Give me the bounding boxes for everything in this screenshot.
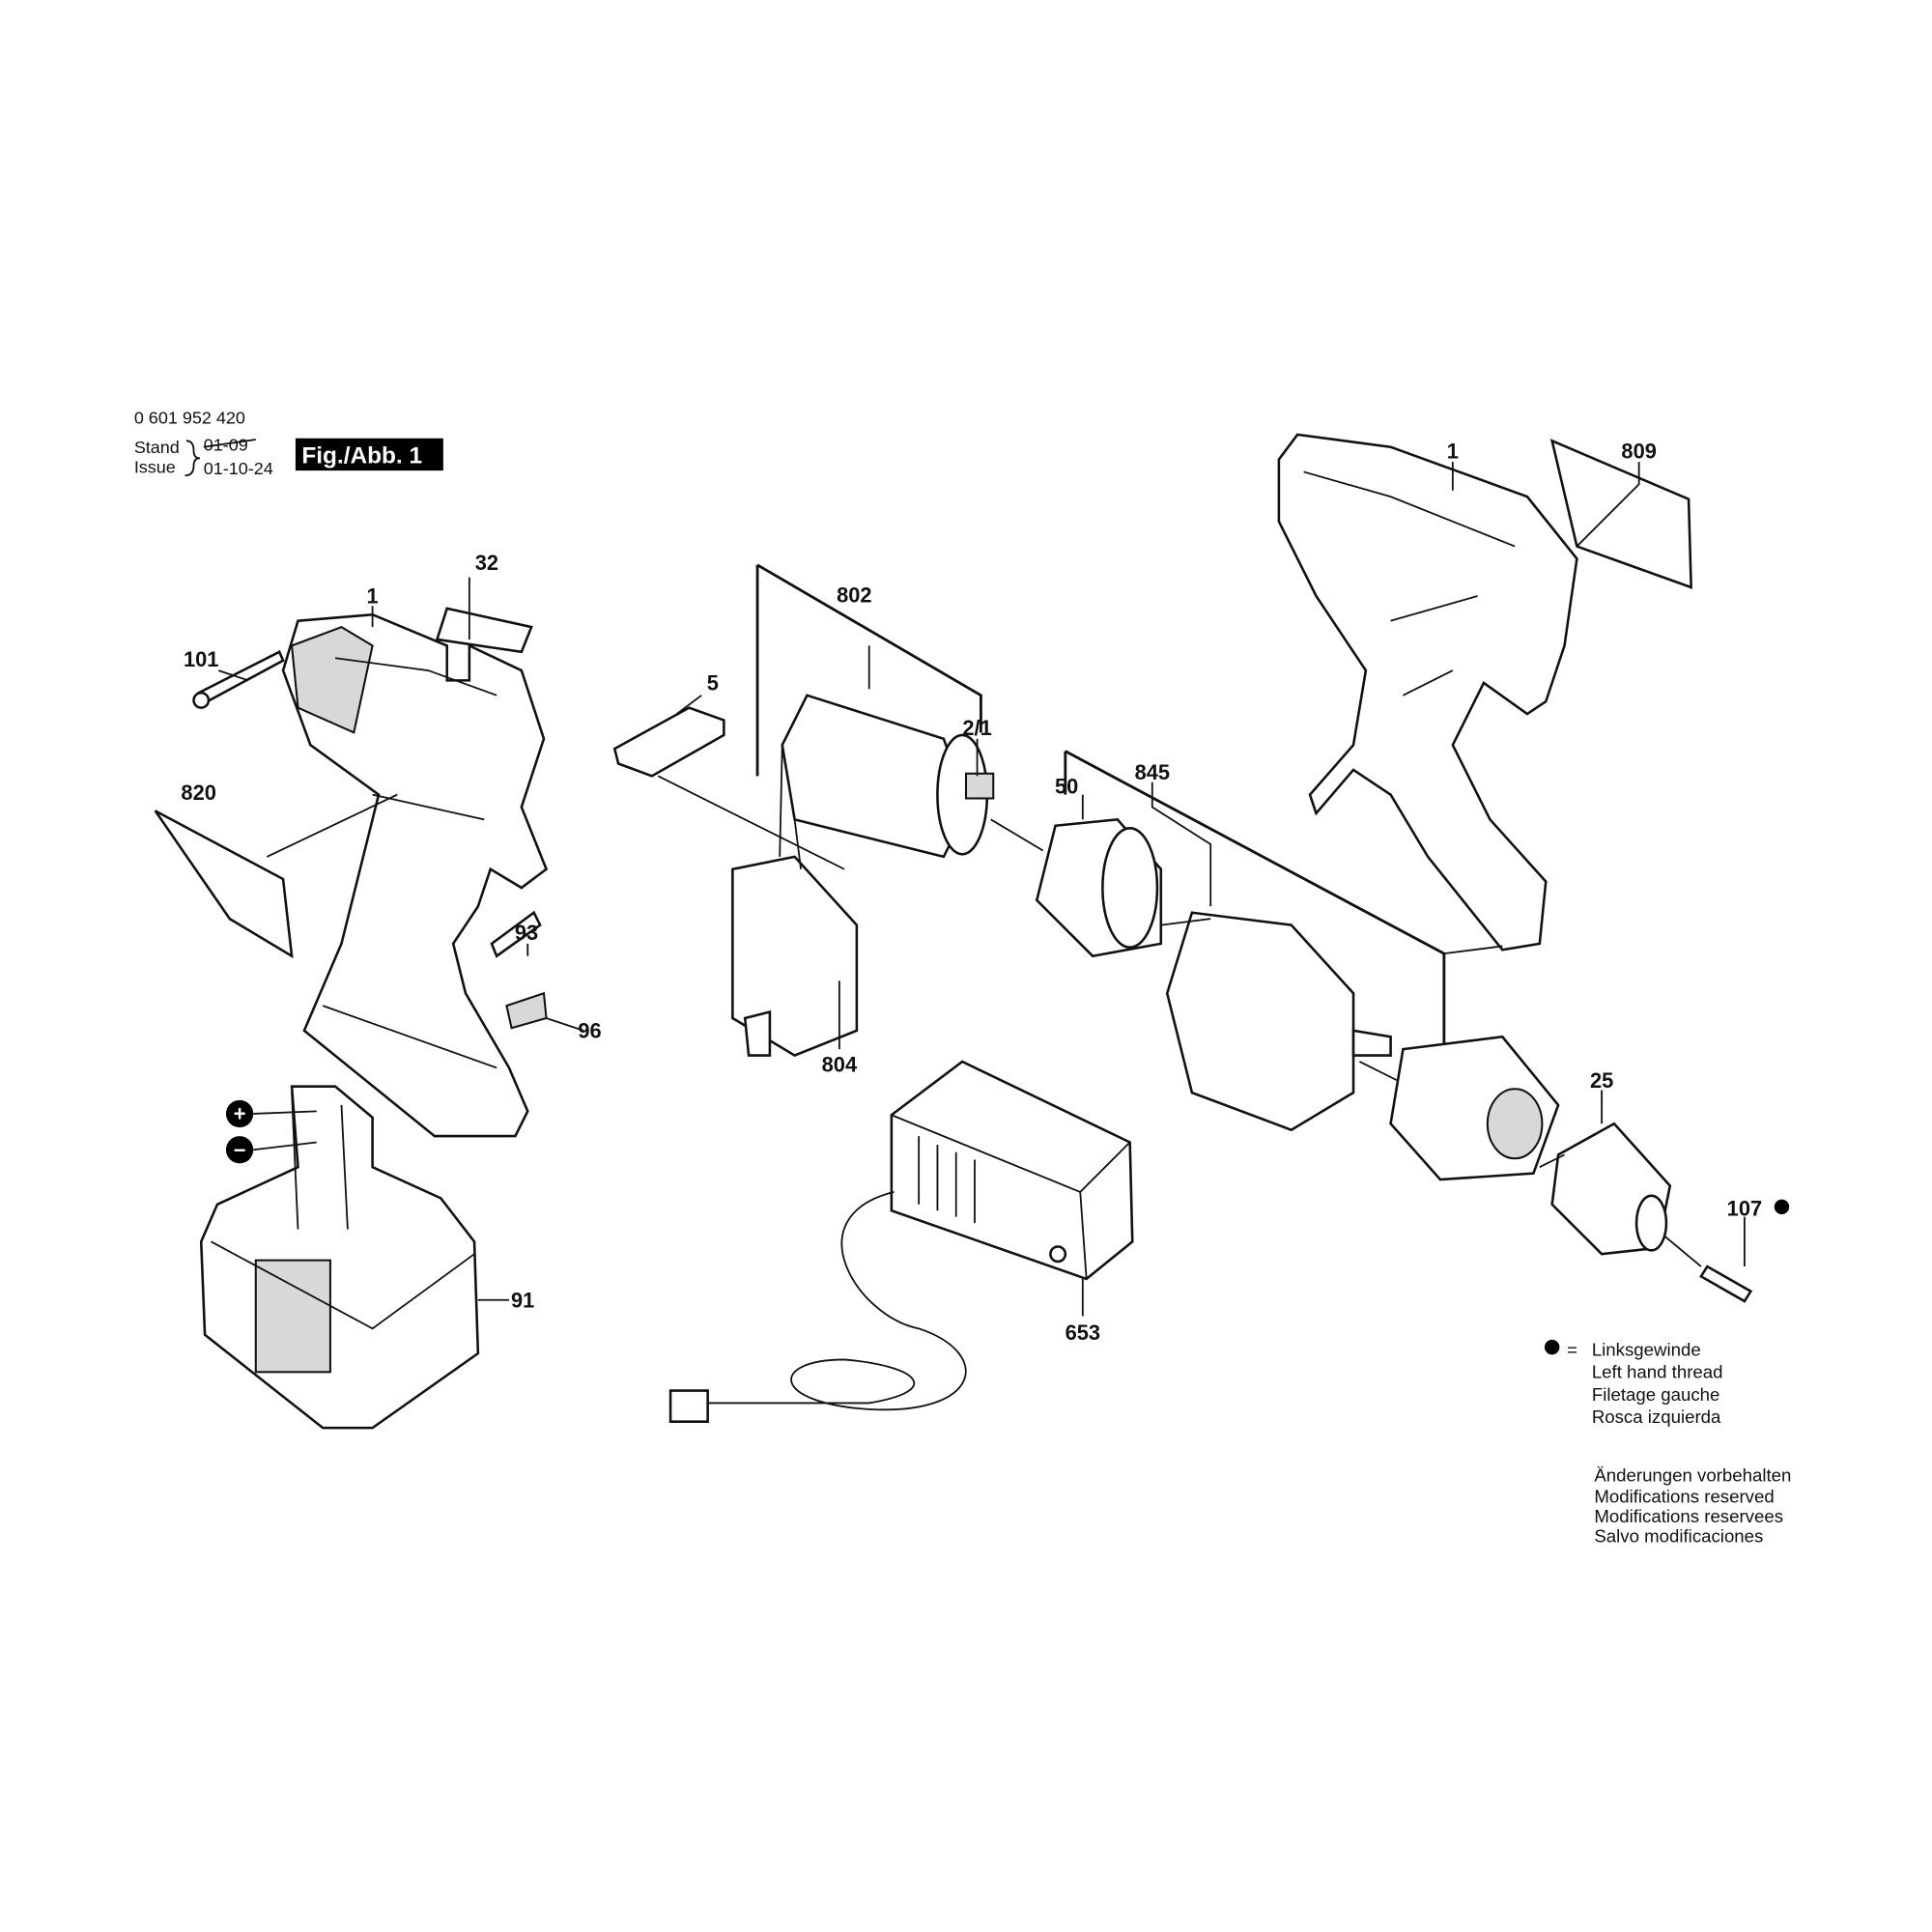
issue-label: Issue [134,458,176,477]
minus-terminal-icon [225,1136,254,1164]
leader-lines [217,462,1746,1317]
left-hand-thread-dot-icon [1544,1339,1560,1355]
label-ring-gear: 50 [1055,774,1078,798]
label-switch-cover: 32 [475,551,498,575]
part-number: 0 601 952 420 [134,408,245,427]
label-screw: 101 [184,647,218,671]
stand-date-struck: 01-09 [204,436,248,455]
gearbox-part [1165,911,1392,1132]
figure-badge [295,438,443,471]
leader-line [657,775,845,870]
strike-line [203,439,256,448]
plus-terminal-icon [225,1099,254,1128]
label-chuck-screw: 107 [1727,1196,1762,1220]
plus-symbol: + [234,1102,246,1126]
bit-part [490,910,542,958]
label-chuck: 25 [1590,1068,1613,1093]
legend-equals: = [1567,1340,1577,1360]
modifications-line: Modifications reserved [1594,1486,1774,1506]
charger-part [890,1060,1134,1281]
modifications-line: Modifications reservees [1594,1506,1783,1526]
power-plug-part [668,1389,709,1424]
battery-part: + − [199,1085,480,1430]
minus-symbol: − [234,1138,246,1162]
label-plate-left-part [154,810,294,959]
left-hand-thread-marker-icon [1774,1199,1790,1215]
stand-label: Stand [134,438,180,457]
label-charger: 653 [1065,1321,1100,1345]
housing-right [1277,433,1578,952]
label-plate-right: 809 [1621,439,1656,463]
ring-gear-part [1035,817,1163,958]
header: 0 601 952 420 Stand Issue 01-09 01-10-24… [134,408,443,478]
legend-line: Linksgewinde [1592,1340,1701,1360]
label-housing-left: 1 [367,584,379,609]
motor-bracket [755,563,982,777]
switch-cover-part [435,607,533,654]
legend-line: Rosca izquierda [1592,1406,1721,1427]
issue-date: 01-10-24 [204,459,273,478]
figure-label: Fig./Abb. 1 [301,442,422,469]
legend-line: Left hand thread [1592,1362,1723,1382]
power-cord [695,1191,967,1411]
motor-part [781,694,995,859]
label-bit-holder: 96 [578,1019,601,1043]
modifications-line: Salvo modificaciones [1594,1525,1763,1546]
part-labels: 1 32 101 5 820 802 2/1 50 845 1 809 93 9… [181,439,1790,1345]
switch-part [731,745,859,1057]
label-plate-left: 820 [181,781,215,805]
brace-icon [185,440,201,477]
legend: = Linksgewinde Left hand thread Filetage… [1544,1339,1791,1546]
modifications-line: Änderungen vorbehalten [1594,1464,1791,1485]
label-housing-right: 1 [1447,439,1459,463]
chuck-sleeve-part [1389,1035,1560,1181]
label-motor-assembly: 802 [837,582,871,607]
label-plate-right-part [1549,439,1692,589]
label-gearbox-assembly: 845 [1135,760,1170,784]
label-switch: 804 [822,1052,858,1076]
screw-head [192,691,211,709]
label-battery: 91 [511,1288,534,1312]
label-clip: 5 [707,671,719,696]
legend-line: Filetage gauche [1592,1384,1720,1405]
housing-left [281,612,549,1138]
bit-holder-part [505,991,548,1030]
chuck-screw-part [1699,1264,1753,1303]
chuck-part [1550,1122,1672,1256]
label-bit: 93 [515,921,538,945]
label-pinion: 2/1 [962,716,991,740]
clip-part [612,706,725,778]
